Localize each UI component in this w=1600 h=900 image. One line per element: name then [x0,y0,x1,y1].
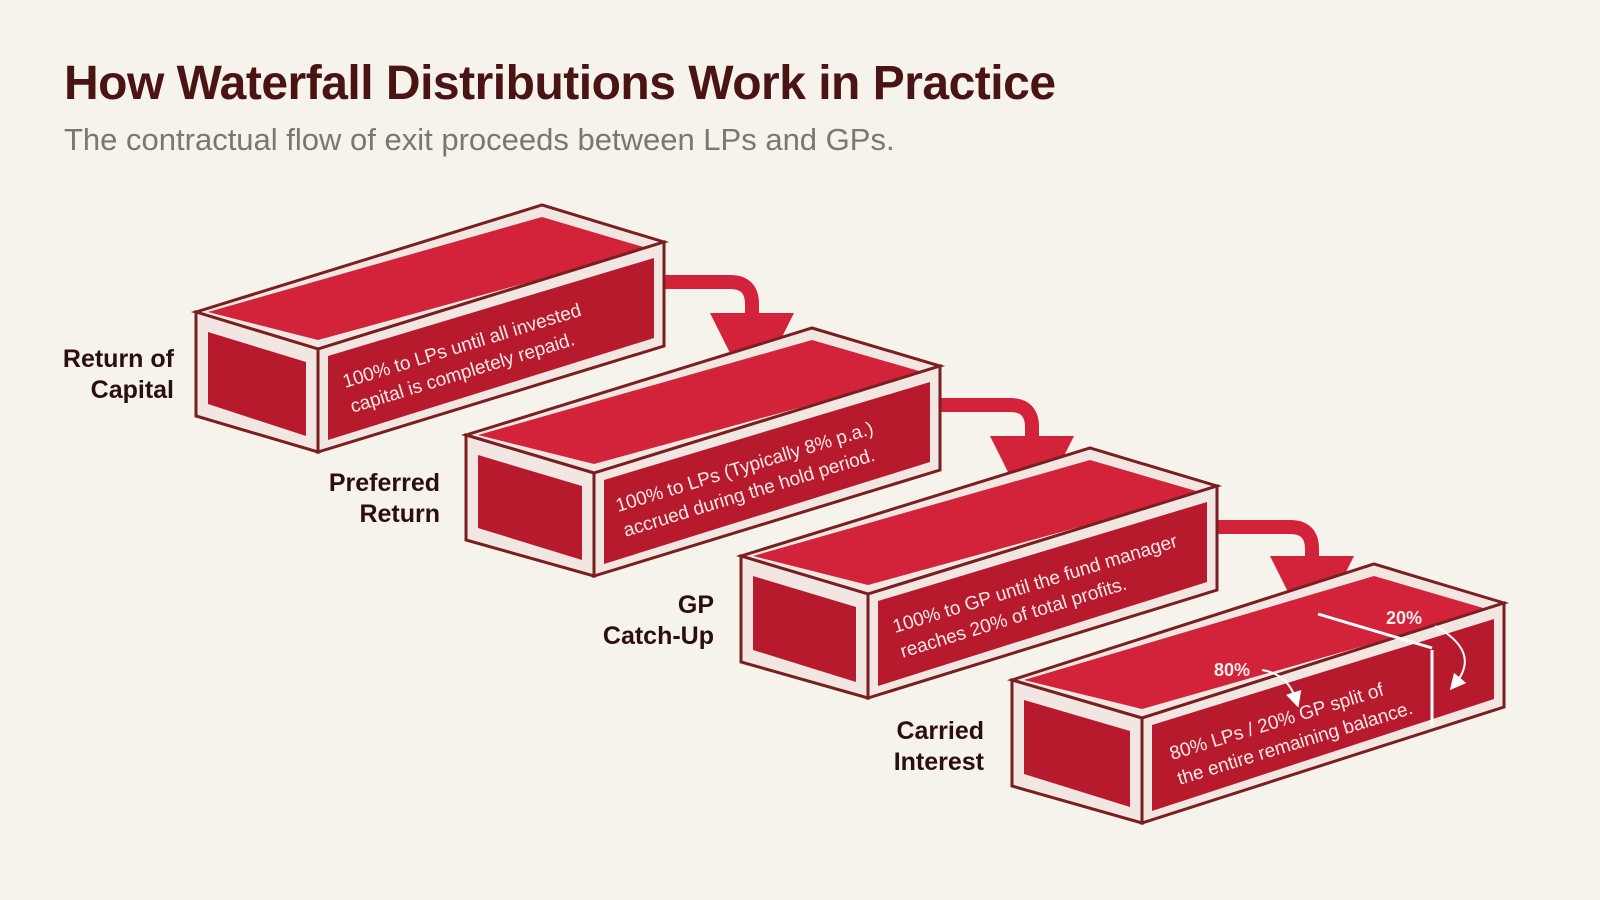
tank-preferred-return: 100% to LPs (Typically 8% p.a.) accrued … [460,326,946,579]
lp-split-arrow [1261,669,1302,708]
flow-arrow-2 [940,398,1074,520]
flow-arrow-1 [660,275,794,397]
split-label-gp: 20% [1386,608,1422,628]
tank-return-of-capital: 100% to LPs until all invested capital i… [190,203,670,455]
flow-arrow-3 [1217,520,1354,640]
page-subtitle: The contractual flow of exit proceeds be… [64,122,895,157]
page-title: How Waterfall Distributions Work in Prac… [64,57,1056,110]
split-divider-top [1317,612,1433,650]
split-label-lp: 80% [1214,660,1250,680]
gp-split-arrow [1434,625,1467,691]
tank-carried-interest: 80% LPs / 20% GP split of the entire rem… [1006,562,1510,826]
